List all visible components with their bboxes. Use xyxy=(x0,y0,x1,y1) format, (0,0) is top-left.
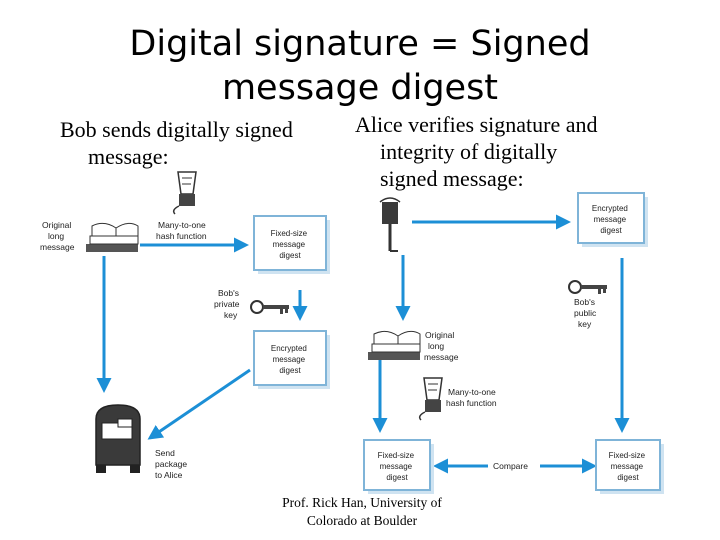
left-subtitle: Bob sends digitally signed message: xyxy=(60,116,293,170)
right-subtitle-line-3: signed message: xyxy=(380,166,524,191)
box-alice-fixed-digest-left xyxy=(363,439,434,494)
bob-hash-function-label: Many-to-one hash function xyxy=(156,220,208,241)
box-alice-fixed-digest-right xyxy=(595,439,664,494)
bob-encrypted-digest-label: Encrypted message digest xyxy=(271,344,309,375)
bob-arrows xyxy=(96,237,308,440)
bob-private-key-label: Bob's private key xyxy=(214,288,242,320)
title-line-1: Digital signature = Signed xyxy=(129,24,591,64)
key-icon xyxy=(250,300,289,314)
box-bob-fixed-digest xyxy=(253,215,330,274)
book-stack-icon xyxy=(86,222,139,252)
right-subtitle-line-1: Alice verifies signature and xyxy=(355,112,598,137)
blender-icon xyxy=(172,171,197,215)
arrow-encrypted-to-mailbox xyxy=(147,368,251,440)
alice-encrypted-digest-label: Encrypted message digest xyxy=(592,204,630,235)
right-subtitle-line-2: integrity of digitally xyxy=(380,139,558,164)
compare-label: Compare xyxy=(493,461,528,471)
title-line-2: message digest xyxy=(221,68,499,108)
alice-hash-function-label: Many-to-one hash function xyxy=(446,387,498,408)
box-bob-encrypted-digest xyxy=(253,330,330,389)
mail-receiver-icon xyxy=(379,197,401,252)
right-subtitle: Alice verifies signature and integrity o… xyxy=(355,111,598,192)
left-subtitle-line-2: message: xyxy=(88,144,169,169)
key-icon xyxy=(568,280,607,294)
bob-fixed-digest-label: Fixed-size message digest xyxy=(271,229,310,260)
alice-fixed-digest-left-label: Fixed-size message digest xyxy=(378,451,417,482)
bob-original-message-label: Original long message xyxy=(40,220,75,252)
box-alice-encrypted-digest xyxy=(577,192,648,247)
alice-original-message-label: Original long message xyxy=(424,330,459,362)
mailbox-icon xyxy=(95,404,141,473)
alice-public-key-label: Bob's public key xyxy=(574,297,599,329)
footer-credit: Prof. Rick Han, University of Colorado a… xyxy=(262,494,462,530)
alice-arrows xyxy=(372,214,630,474)
book-stack-icon xyxy=(368,330,421,360)
bob-send-label: Send package to Alice xyxy=(155,448,190,480)
blender-icon xyxy=(418,377,443,421)
left-subtitle-line-1: Bob sends digitally signed xyxy=(60,117,293,142)
footer-line-1: Prof. Rick Han, University of xyxy=(282,495,442,510)
footer-line-2: Colorado at Boulder xyxy=(306,513,418,528)
alice-fixed-digest-right-label: Fixed-size message digest xyxy=(609,451,648,482)
slide-title: Digital signature = Signed message diges… xyxy=(0,22,720,110)
